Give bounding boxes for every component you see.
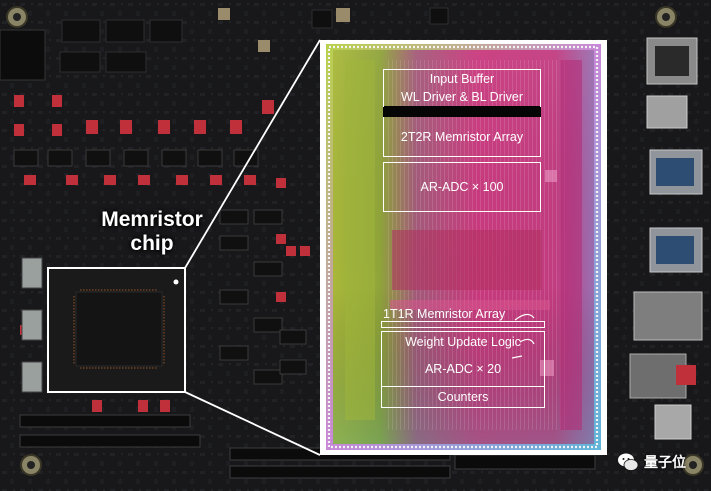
adc-100-region: AR-ADC × 100 xyxy=(383,162,541,212)
watermark: 量子位 xyxy=(617,451,686,473)
wechat-logo-icon xyxy=(618,453,639,471)
array-1t1r-label: 1T1R Memristor Array xyxy=(383,307,506,321)
memristor-chip-label: Memristor chip xyxy=(92,208,212,256)
chip-label-line2: chip xyxy=(130,232,174,255)
chip-label-line1: Memristor xyxy=(101,208,203,231)
input-buffer-region: Input Buffer xyxy=(383,69,541,87)
watermark-text: 量子位 xyxy=(644,454,686,470)
counters-region: Counters xyxy=(381,386,545,408)
driver-region: WL Driver & BL Driver xyxy=(383,87,541,107)
adc-20-region: AR-ADC × 20 xyxy=(381,351,545,386)
weight-update-region: Weight Update Logic xyxy=(381,331,545,351)
array-2t2r-region: 2T2R Memristor Array xyxy=(383,117,541,157)
array-1t1r-region xyxy=(381,321,545,328)
